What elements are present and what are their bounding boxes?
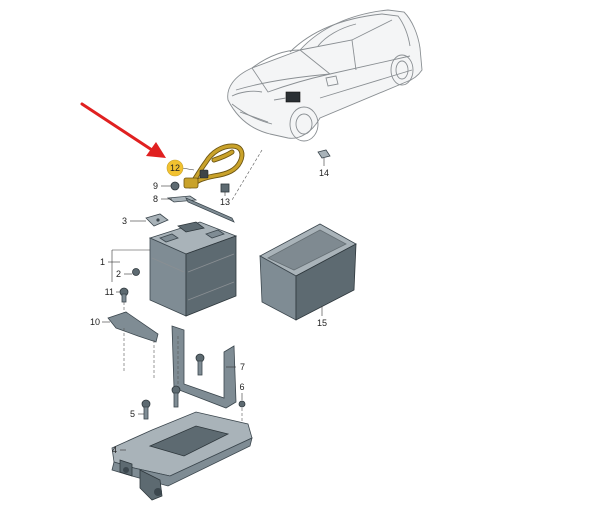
part-4-battery-tray [111, 411, 253, 501]
leader-lines [102, 167, 323, 451]
part-5-bolt-a [195, 353, 205, 376]
car-to-parts-dashed-line [231, 149, 263, 201]
callout-6: 6 [239, 382, 244, 392]
part-12-battery-cable [183, 143, 245, 189]
highlight-badge [166, 159, 184, 177]
callout-15: 15 [317, 318, 327, 328]
part-10-bracket [107, 311, 159, 380]
rear-wheel [390, 54, 414, 86]
part-8-bracket [166, 195, 235, 223]
callout-4: 4 [112, 445, 117, 455]
callout-5-lower: 5 [130, 409, 135, 419]
part-9-nut [170, 181, 180, 191]
callout-1: 1 [100, 257, 105, 267]
callout-9: 9 [153, 181, 158, 191]
part-5-bolt-b [141, 399, 151, 420]
callout-11: 11 [105, 287, 114, 297]
part-3-terminal-cover [145, 213, 169, 227]
part-1-battery [148, 221, 238, 317]
callout-3: 3 [122, 216, 127, 226]
callout-10: 10 [90, 317, 100, 327]
part-2-screw [132, 268, 140, 276]
callout-13: 13 [220, 197, 230, 207]
callout-12: 12 [170, 163, 180, 173]
car-illustration [227, 9, 423, 142]
battery-location-marker [285, 91, 301, 103]
part-5-bolt-c [171, 385, 181, 408]
part-13-clamp [220, 183, 230, 196]
callout-8: 8 [153, 194, 158, 204]
part-15-battery-box [259, 223, 357, 321]
callout-labels: 12 9 8 13 3 1 2 11 10 7 6 5 4 14 15 [90, 159, 329, 455]
part-14-clip [317, 149, 331, 166]
callout-2: 2 [116, 269, 121, 279]
red-pointer-arrow [80, 102, 166, 158]
callout-7: 7 [240, 362, 245, 372]
callout-14: 14 [319, 168, 329, 178]
part-7-holding-bracket [171, 325, 237, 409]
front-wheel [289, 106, 319, 142]
